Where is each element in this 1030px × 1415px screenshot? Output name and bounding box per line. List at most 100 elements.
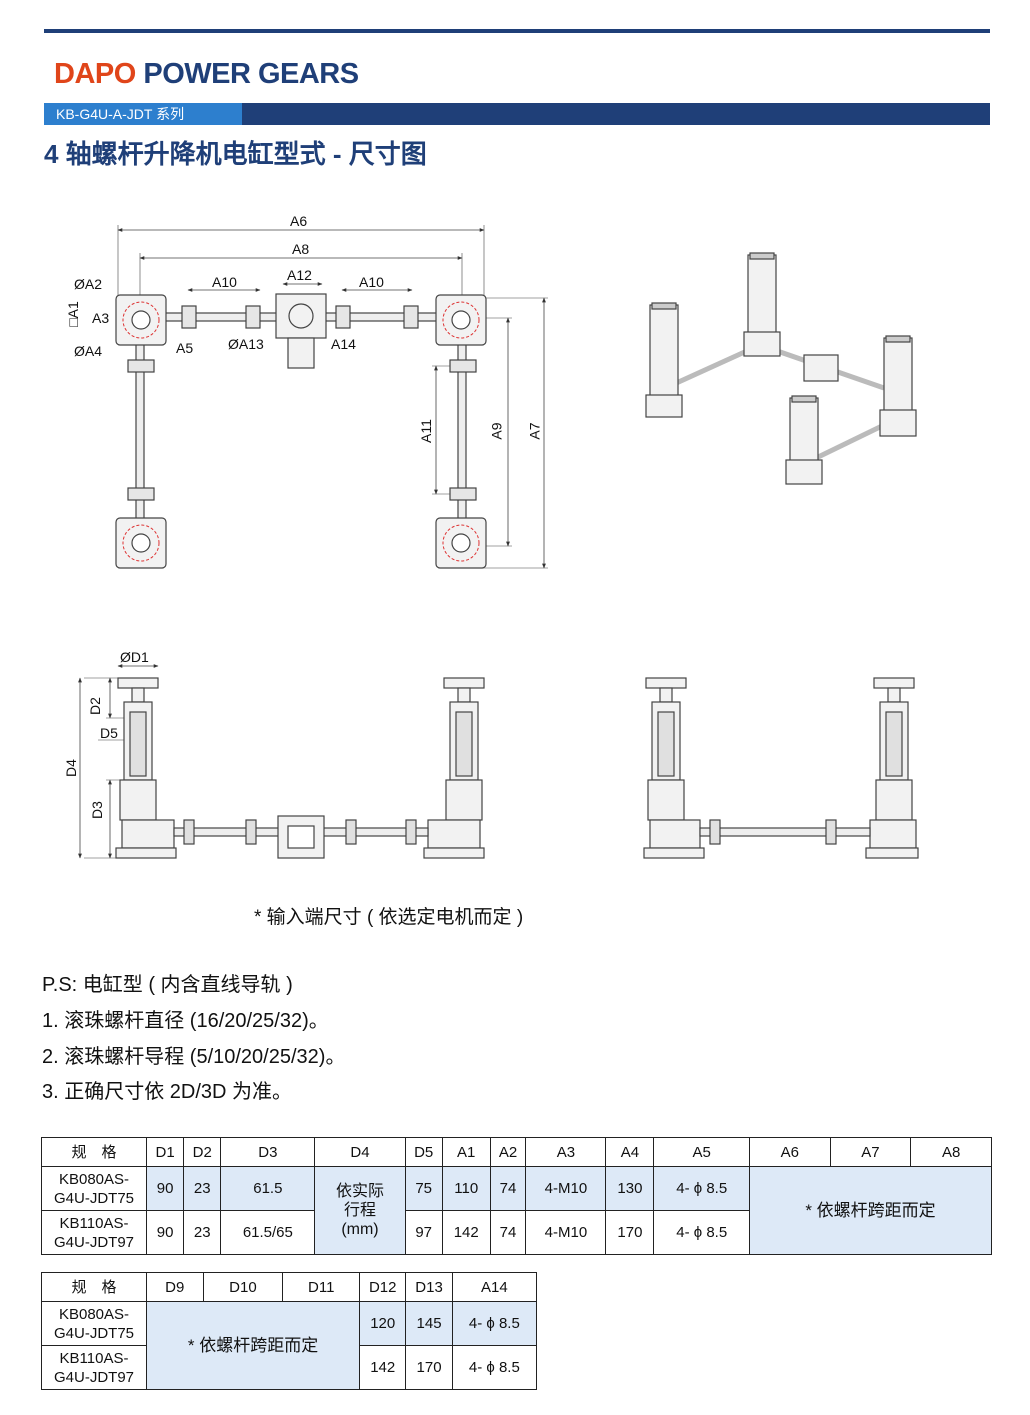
- cell-a3: 4-M10: [525, 1210, 607, 1255]
- th-a5: A5: [653, 1137, 751, 1167]
- series-label: KB-G4U-A-JDT 系列: [44, 103, 242, 125]
- cell-a5: 4- ϕ 8.5: [653, 1210, 751, 1255]
- page-title: 4 轴螺杆升降机电缸型式 - 尺寸图: [44, 139, 427, 169]
- th-a6: A6: [749, 1137, 831, 1167]
- table-row: KB110AS-G4U-JDT97 142 170 4- ϕ 8.5: [41, 1345, 538, 1390]
- cell-d13: 170: [405, 1345, 453, 1390]
- model-line-2: G4U-JDT75: [53, 1189, 135, 1207]
- label-d4: D4: [62, 759, 79, 777]
- th-d13: D13: [405, 1272, 453, 1302]
- model-line-1: KB110AS-: [59, 1349, 129, 1367]
- th-a1: A1: [441, 1137, 491, 1167]
- table-row: KB110AS-G4U-JDT97 90 23 61.5/65 97 142 7…: [41, 1210, 992, 1255]
- cell-d13: 145: [405, 1301, 453, 1346]
- cell-a14: 4- ϕ 8.5: [451, 1301, 538, 1346]
- cell-a6-a8-merged: * 依螺杆跨距而定: [749, 1166, 992, 1255]
- th-a2: A2: [489, 1137, 527, 1167]
- side-view-drawing: [643, 677, 919, 859]
- brand-power-gears: POWER GEARS: [135, 58, 359, 90]
- cell-a4: 130: [605, 1166, 655, 1211]
- ps-item-2: 2. 滚珠螺杆导程 (5/10/20/25/32)。: [42, 1046, 346, 1068]
- input-end-note: * 输入端尺寸 ( 依选定电机而定 ): [254, 907, 524, 928]
- th-a14: A14: [451, 1272, 538, 1302]
- cell-a1: 110: [441, 1166, 491, 1211]
- label-a14: A14: [331, 336, 356, 352]
- cell-model: KB110AS-G4U-JDT97: [41, 1210, 147, 1255]
- model-line-1: KB080AS-: [58, 1305, 130, 1323]
- d4-line-2: 行程: [343, 1202, 376, 1219]
- model-line-2: G4U-JDT97: [53, 1368, 135, 1386]
- cell-a2: 74: [489, 1166, 527, 1211]
- th-d5: D5: [404, 1137, 443, 1167]
- th-d3: D3: [220, 1137, 316, 1167]
- model-line-2: G4U-JDT97: [53, 1233, 135, 1251]
- cell-d9-d11-merged: * 依螺杆跨距而定: [145, 1301, 361, 1390]
- cell-model: KB080AS-G4U-JDT75: [41, 1166, 147, 1211]
- label-a1: □A1: [64, 301, 81, 327]
- th-model: 规 格: [41, 1272, 147, 1302]
- cell-d5: 97: [404, 1210, 443, 1255]
- th-a7: A7: [829, 1137, 912, 1167]
- cell-d3: 61.5/65: [220, 1210, 316, 1255]
- model-line-2: G4U-JDT75: [53, 1324, 135, 1342]
- label-d2: D2: [86, 697, 103, 715]
- th-a4: A4: [605, 1137, 655, 1167]
- cell-model: KB080AS-G4U-JDT75: [41, 1301, 147, 1346]
- cell-d12: 120: [359, 1301, 407, 1346]
- th-d10: D10: [202, 1272, 284, 1302]
- th-d2: D2: [183, 1137, 222, 1167]
- th-d11: D11: [282, 1272, 361, 1302]
- cell-a2: 74: [489, 1210, 527, 1255]
- table-header-row: 规 格 D1 D2 D3 D4 D5 A1 A2 A3 A4 A5 A6 A7 …: [41, 1137, 992, 1167]
- label-a3: A3: [92, 310, 110, 326]
- cell-model: KB110AS-G4U-JDT97: [41, 1345, 147, 1390]
- label-d5: D5: [100, 725, 118, 741]
- spec-table-2: 规 格 D9 D10 D11 D12 D13 A14 KB080AS-G4U-J…: [41, 1272, 538, 1390]
- label-a6: A6: [290, 213, 308, 229]
- cell-a5: 4- ϕ 8.5: [653, 1166, 751, 1211]
- label-a10-left: A10: [212, 274, 237, 290]
- th-a8: A8: [910, 1137, 992, 1167]
- cell-d4-merged: 依实际行程 (mm): [314, 1166, 406, 1255]
- label-d1: ØD1: [120, 649, 149, 665]
- th-d9: D9: [146, 1272, 204, 1302]
- model-line-1: KB110AS-: [59, 1214, 129, 1232]
- label-a5: A5: [176, 340, 194, 356]
- model-line-1: KB080AS-: [58, 1170, 130, 1188]
- series-bar: KB-G4U-A-JDT 系列: [44, 103, 990, 125]
- header-rule: [44, 29, 990, 33]
- label-a8: A8: [292, 241, 310, 257]
- th-d4: D4: [314, 1137, 406, 1167]
- d4-line-1: 依实际: [335, 1183, 384, 1200]
- label-a4: ØA4: [74, 343, 103, 359]
- brand-dapo: DAPO: [54, 58, 136, 90]
- label-a10-right: A10: [359, 274, 384, 290]
- isometric-view-drawing: [645, 252, 917, 485]
- label-a13: ØA13: [228, 336, 264, 352]
- table-header-row: 规 格 D9 D10 D11 D12 D13 A14: [41, 1272, 538, 1302]
- cell-a14: 4- ϕ 8.5: [451, 1345, 538, 1390]
- d4-line-3: (mm): [341, 1221, 379, 1238]
- brand-logo: DAPO POWER GEARS: [54, 58, 359, 91]
- top-view-drawing: [115, 225, 548, 569]
- front-view-drawing: [78, 664, 485, 859]
- label-d3: D3: [88, 801, 105, 819]
- cell-d12: 142: [359, 1345, 407, 1390]
- spec-table-1: 规 格 D1 D2 D3 D4 D5 A1 A2 A3 A4 A5 A6 A7 …: [41, 1137, 992, 1255]
- cell-a4: 170: [605, 1210, 655, 1255]
- cell-d1: 90: [145, 1210, 185, 1255]
- th-d1: D1: [145, 1137, 185, 1167]
- th-d12: D12: [359, 1272, 407, 1302]
- label-a12: A12: [287, 267, 312, 283]
- cell-a3: 4-M10: [525, 1166, 607, 1211]
- ps-item-3: 3. 正确尺寸依 2D/3D 为准。: [42, 1081, 293, 1103]
- cell-d1: 90: [145, 1166, 185, 1211]
- ps-item-1: 1. 滚珠螺杆直径 (16/20/25/32)。: [42, 1010, 329, 1032]
- table-row: KB080AS-G4U-JDT75 * 依螺杆跨距而定 120 145 4- ϕ…: [41, 1301, 538, 1390]
- th-model: 规 格: [41, 1137, 147, 1167]
- cell-a1: 142: [441, 1210, 491, 1255]
- table-row: KB080AS-G4U-JDT75 90 23 61.5 依实际行程(mm) 7…: [41, 1166, 992, 1255]
- label-a2: ØA2: [74, 276, 103, 292]
- th-a3: A3: [525, 1137, 607, 1167]
